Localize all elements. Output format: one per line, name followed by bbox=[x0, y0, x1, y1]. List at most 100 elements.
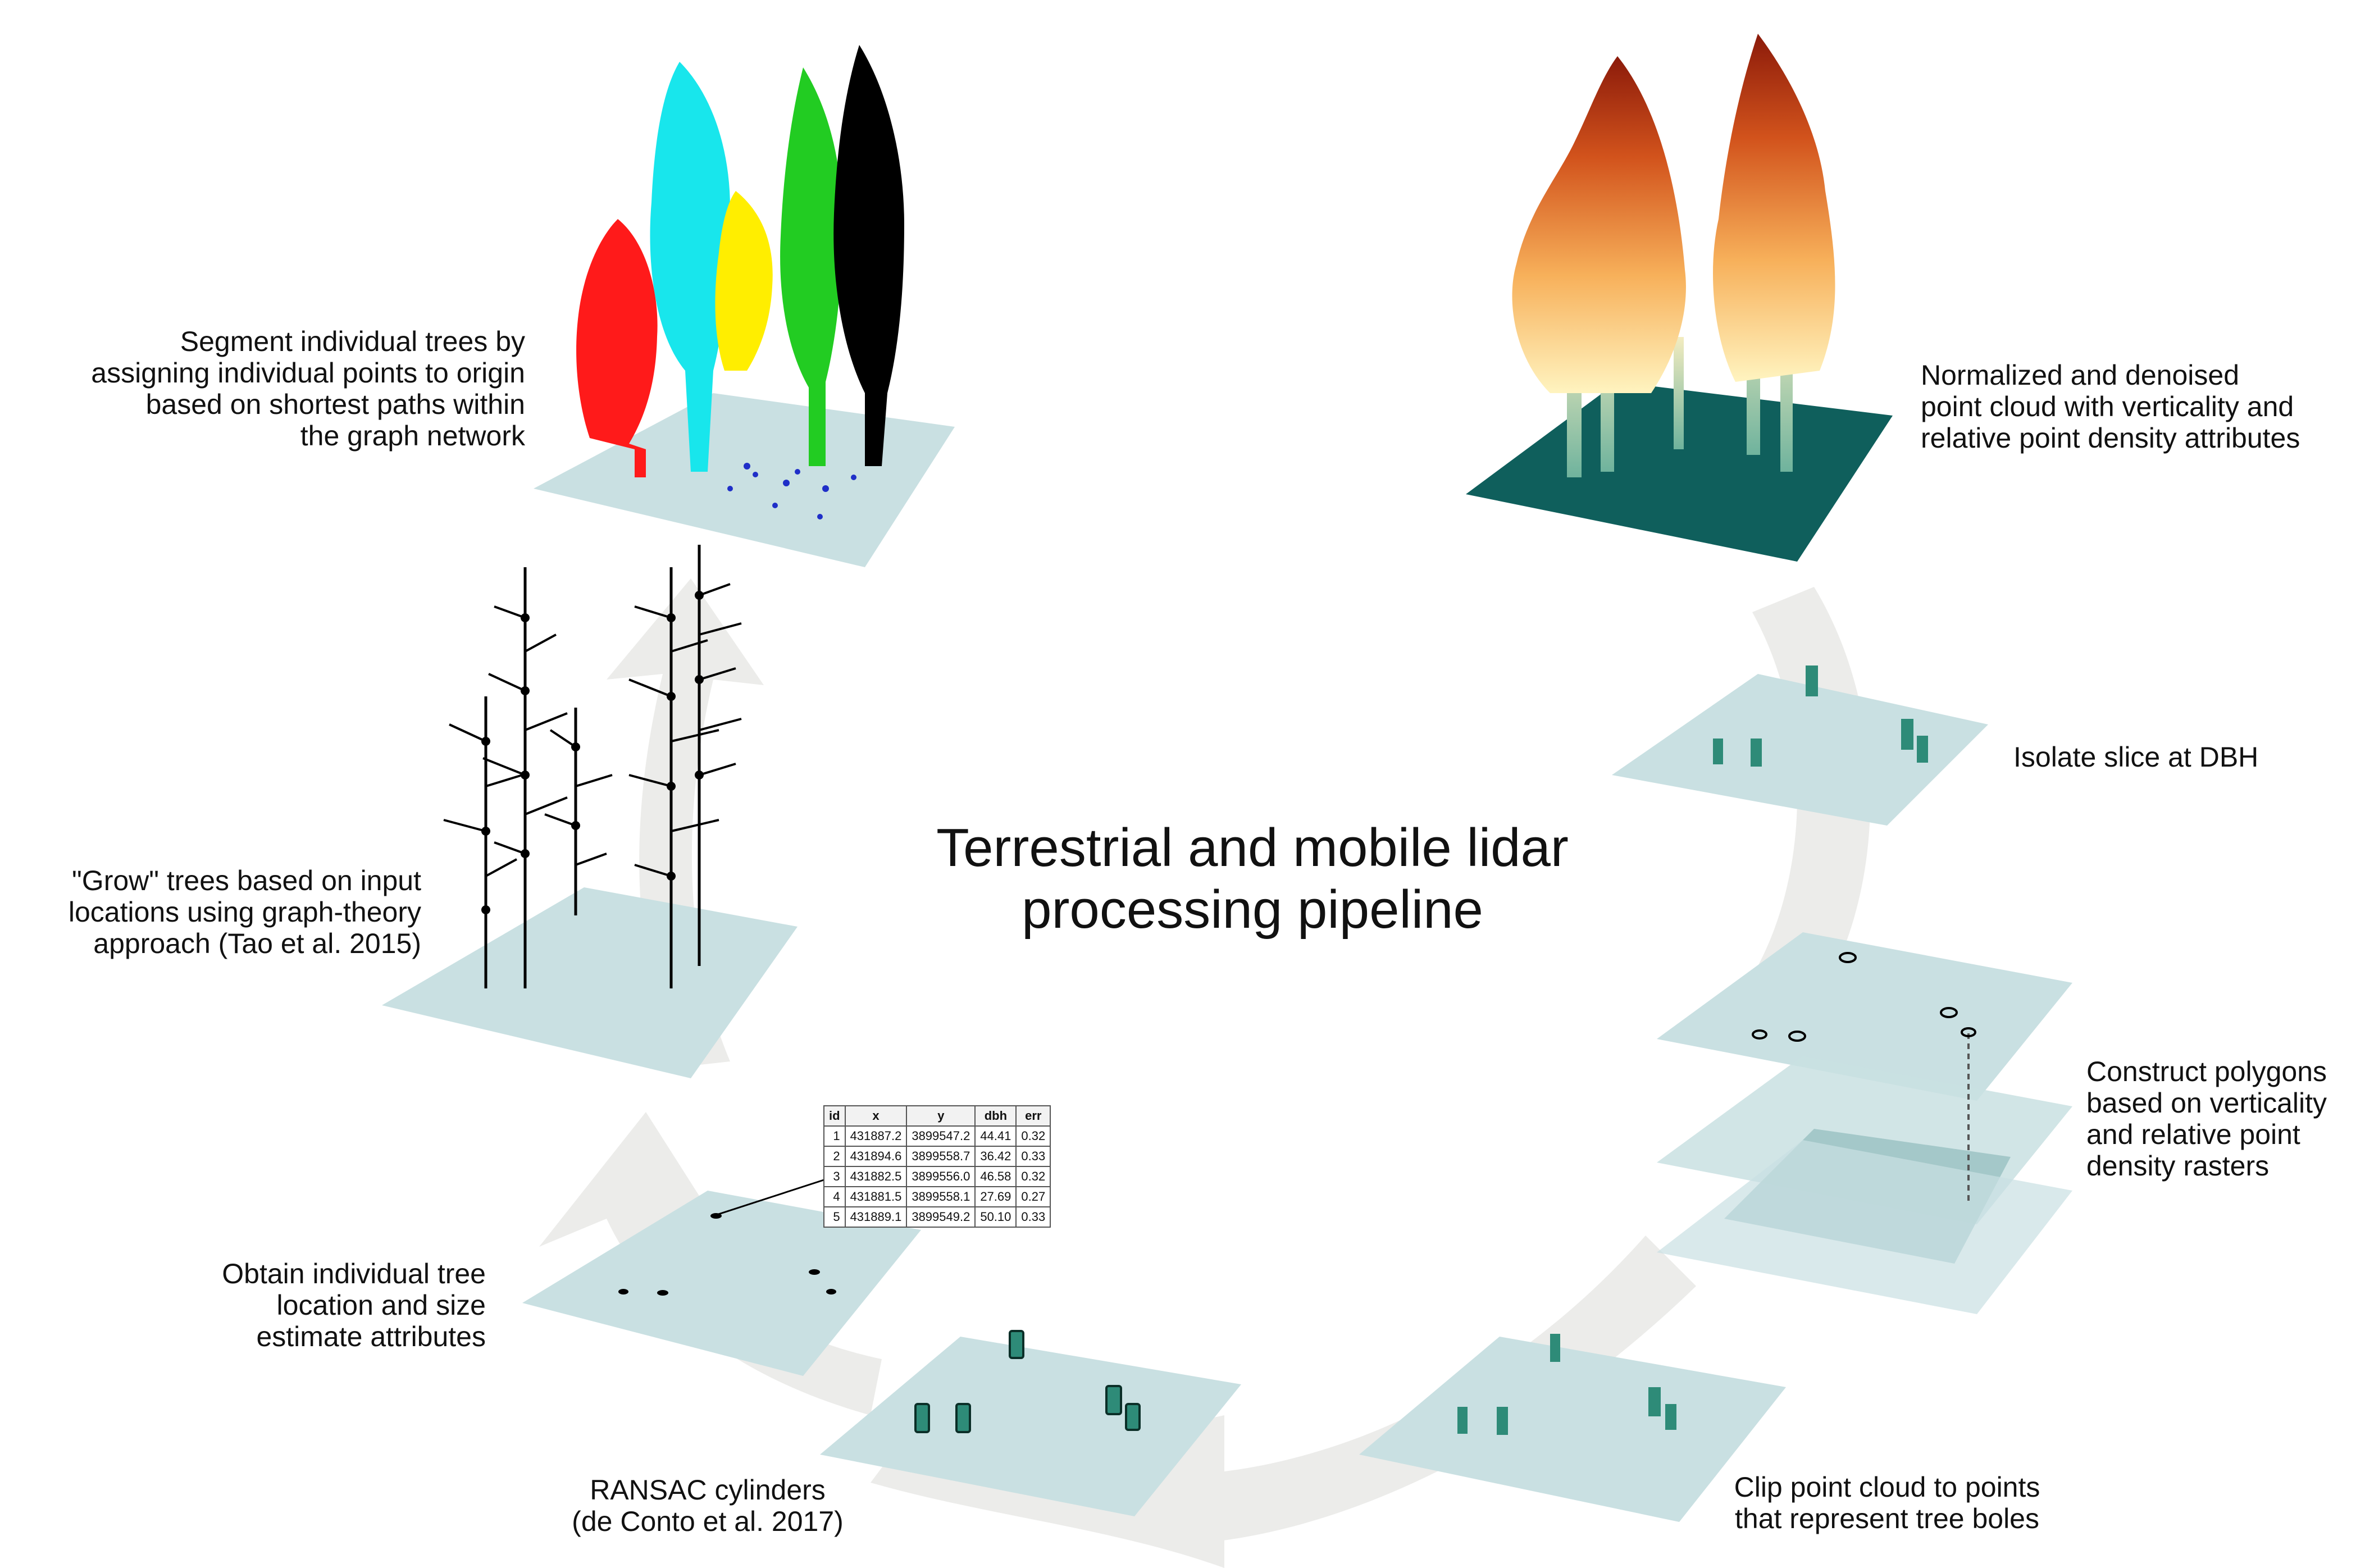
label-line: relative point density attributes bbox=[1921, 422, 2300, 454]
bole-clip bbox=[1550, 1334, 1560, 1362]
table-row: 2 431894.6 3899558.7 36.42 0.33 bbox=[823, 1146, 1051, 1167]
bole-slice bbox=[1806, 666, 1818, 696]
label-line: locations using graph-theory bbox=[68, 896, 421, 928]
clip-plane bbox=[1359, 1337, 1786, 1522]
graph-branches bbox=[443, 583, 742, 877]
segmented-trees bbox=[534, 45, 955, 567]
polygon-layers bbox=[1657, 932, 2072, 1314]
location-marker bbox=[618, 1289, 628, 1294]
bole-clip bbox=[1497, 1407, 1508, 1435]
tree-locations bbox=[522, 1178, 921, 1376]
location-marker bbox=[826, 1289, 836, 1294]
table-cell: 50.10 bbox=[974, 1206, 1017, 1228]
table-cell: 0.32 bbox=[1015, 1166, 1051, 1187]
label-line: Isolate slice at DBH bbox=[2013, 741, 2259, 773]
step-label-normalize: Normalized and denoised point cloud with… bbox=[1921, 359, 2300, 454]
cylinder bbox=[914, 1403, 930, 1433]
label-line: RANSAC cylinders bbox=[590, 1474, 826, 1506]
bole-clip bbox=[1457, 1407, 1468, 1434]
diagram-title: Terrestrial and mobile lidar processing … bbox=[865, 817, 1640, 941]
table-row: 4 431881.5 3899558.1 27.69 0.27 bbox=[823, 1186, 1051, 1207]
label-line: the graph network bbox=[300, 420, 525, 452]
tree-yellow bbox=[715, 191, 773, 371]
cylinder bbox=[1125, 1403, 1141, 1431]
polygon-outline bbox=[1788, 1031, 1806, 1042]
table-cell: 0.33 bbox=[1015, 1206, 1051, 1228]
normalized-point-cloud bbox=[1466, 34, 1893, 562]
diagram-title-line: processing pipeline bbox=[1022, 879, 1483, 940]
step-label-slice: Isolate slice at DBH bbox=[2013, 741, 2258, 773]
segment-plane bbox=[534, 393, 955, 567]
table-cell: 46.58 bbox=[974, 1166, 1017, 1187]
graph-plane bbox=[382, 887, 798, 1078]
bole-slice bbox=[1917, 736, 1928, 763]
location-marker bbox=[710, 1213, 722, 1219]
bole-slice bbox=[1901, 719, 1913, 750]
column-header: id bbox=[823, 1105, 846, 1127]
tree-red bbox=[576, 219, 658, 477]
cylinder bbox=[1105, 1385, 1122, 1415]
clipped-boles bbox=[1359, 1334, 1786, 1522]
table-cell: 431882.5 bbox=[844, 1166, 908, 1187]
step-label-clip: Clip point cloud to points that represen… bbox=[1696, 1471, 2078, 1534]
label-line: location and size bbox=[276, 1289, 486, 1321]
table-cell: 0.33 bbox=[1015, 1146, 1051, 1167]
table-cell: 431894.6 bbox=[844, 1146, 908, 1167]
label-line: Clip point cloud to points bbox=[1734, 1471, 2040, 1503]
label-line: Normalized and denoised bbox=[1921, 359, 2240, 391]
diagram-title-line: Terrestrial and mobile lidar bbox=[936, 818, 1569, 878]
ransac-plane bbox=[820, 1337, 1241, 1516]
table-row: 1 431887.2 3899547.2 44.41 0.32 bbox=[823, 1125, 1051, 1147]
table-cell: 2 bbox=[823, 1146, 846, 1167]
table-cell: 0.32 bbox=[1015, 1125, 1051, 1147]
label-line: assigning individual points to origin bbox=[91, 357, 525, 389]
polygon-outline bbox=[1940, 1007, 1958, 1018]
table-cell: 44.41 bbox=[974, 1125, 1017, 1147]
table-cell: 4 bbox=[823, 1186, 846, 1207]
slice-plane bbox=[1612, 674, 1988, 826]
label-line: based on verticality bbox=[2086, 1087, 2327, 1119]
table-cell: 0.27 bbox=[1015, 1186, 1051, 1207]
step-label-ransac: RANSAC cylinders (de Conto et al. 2017) bbox=[539, 1474, 876, 1537]
label-line: Obtain individual tree bbox=[222, 1258, 486, 1289]
dbh-slice bbox=[1612, 666, 1988, 826]
label-line: point cloud with verticality and bbox=[1921, 391, 2294, 422]
tree-attribute-table: id x y dbh err 1 431887.2 3899547.2 44.4… bbox=[823, 1105, 1051, 1228]
label-line: density rasters bbox=[2086, 1150, 2270, 1182]
tree-black bbox=[833, 45, 904, 466]
column-header: err bbox=[1015, 1105, 1051, 1127]
label-line: Segment individual trees by bbox=[180, 326, 525, 357]
table-cell: 3899547.2 bbox=[906, 1125, 976, 1147]
table-leader-line bbox=[713, 1178, 826, 1217]
table-row: 5 431889.1 3899549.2 50.10 0.33 bbox=[823, 1206, 1051, 1228]
label-line: Construct polygons bbox=[2086, 1056, 2327, 1087]
bole-slice bbox=[1713, 739, 1723, 764]
label-line: based on shortest paths within bbox=[145, 389, 525, 420]
bole-clip bbox=[1665, 1404, 1676, 1430]
polygon-outline bbox=[1752, 1029, 1767, 1040]
stray-points bbox=[727, 463, 856, 519]
step-label-grow: "Grow" trees based on input locations us… bbox=[22, 865, 421, 959]
table-header-row: id x y dbh err bbox=[823, 1105, 1051, 1127]
tree-cyan bbox=[650, 62, 730, 472]
graph-nodes bbox=[481, 591, 704, 914]
table-cell: 3899556.0 bbox=[906, 1166, 976, 1187]
table-row: 3 431882.5 3899556.0 46.58 0.32 bbox=[823, 1166, 1051, 1187]
step-label-obtain: Obtain individual tree location and size… bbox=[135, 1258, 486, 1352]
label-line: (de Conto et al. 2017) bbox=[572, 1506, 844, 1537]
bole-slice bbox=[1751, 739, 1762, 767]
table-cell: 36.42 bbox=[974, 1146, 1017, 1167]
label-line: "Grow" trees based on input bbox=[72, 865, 421, 896]
table-cell: 431881.5 bbox=[844, 1186, 908, 1207]
cylinder bbox=[1009, 1330, 1024, 1359]
label-line: and relative point bbox=[2086, 1119, 2300, 1150]
label-line: that represent tree boles bbox=[1735, 1503, 2039, 1534]
label-line: estimate attributes bbox=[256, 1321, 486, 1352]
table-cell: 5 bbox=[823, 1206, 846, 1228]
tree-graph bbox=[382, 545, 798, 1078]
table-cell: 1 bbox=[823, 1125, 846, 1147]
ransac-cylinders bbox=[820, 1330, 1241, 1516]
step-label-segment: Segment individual trees by assigning in… bbox=[22, 326, 525, 452]
column-header: x bbox=[844, 1105, 908, 1127]
